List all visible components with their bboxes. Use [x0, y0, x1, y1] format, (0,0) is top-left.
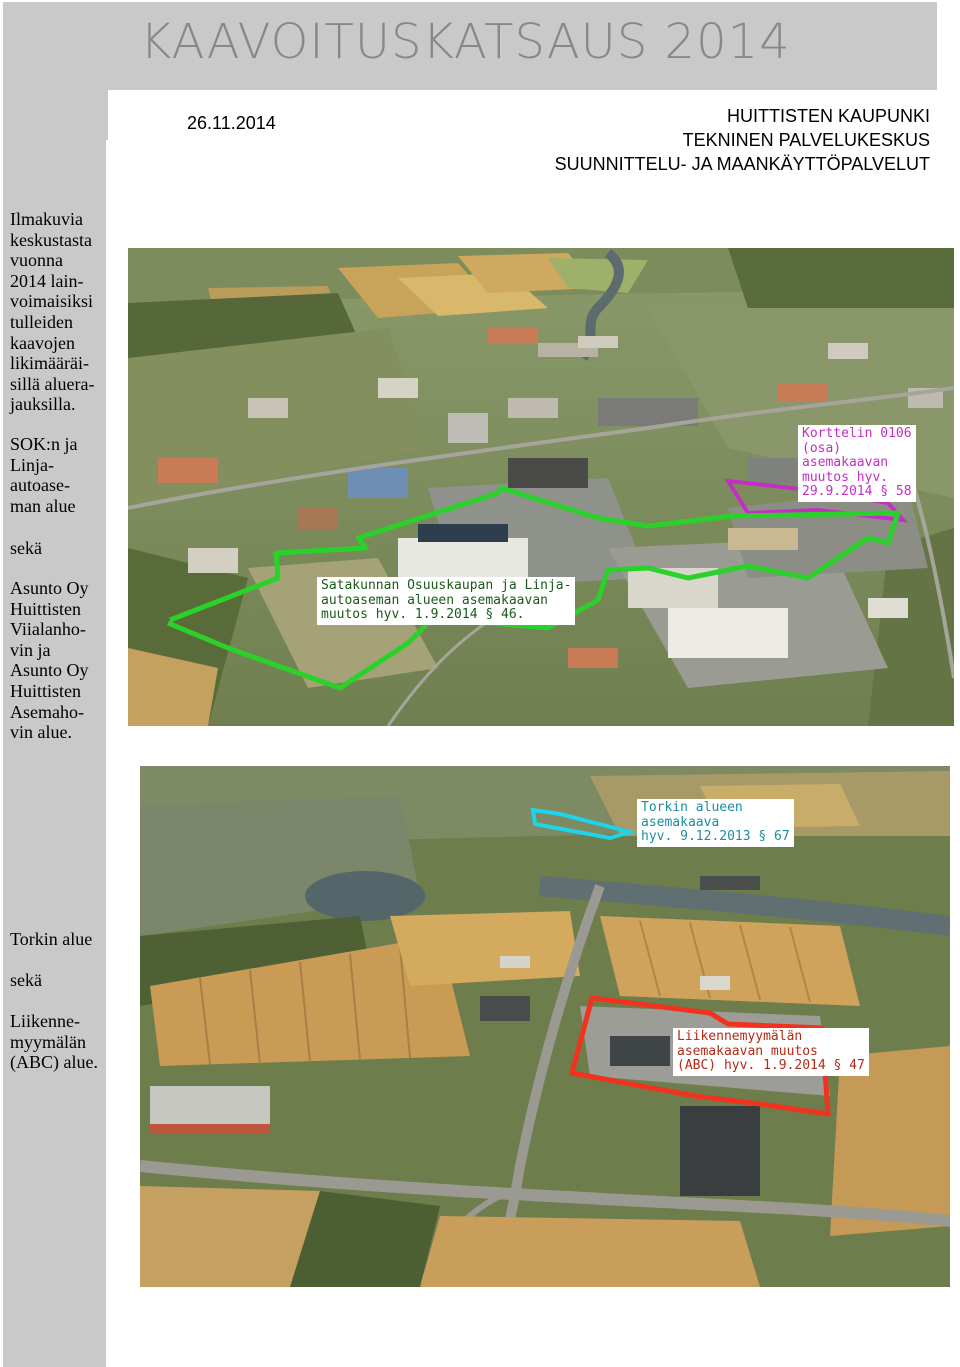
aerial-photo-torkki-abc-image [140, 766, 950, 1287]
sidebar-sok-text: SOK:n ja Linja- autoase- man alue [10, 434, 102, 516]
sidebar-line: 2014 lain- [10, 270, 84, 291]
sidebar-line: likimääräi- [10, 353, 89, 374]
label-line: asemakaavan muutos [677, 1043, 818, 1059]
label-korttelin: Korttelin 0106 (osa) asemakaavan muutos … [798, 425, 916, 502]
sidebar-line: keskustasta [10, 229, 92, 250]
label-line: asemakaavan [802, 455, 889, 471]
sidebar-line: vuonna [10, 250, 63, 271]
sidebar-line: vin alue. [10, 722, 72, 743]
label-line: (osa) [802, 440, 842, 456]
sidebar-intro-text: Ilmakuvia keskustasta vuonna 2014 lain- … [10, 209, 102, 415]
sidebar-panel [3, 2, 106, 1367]
sidebar-line: sillä aluera- [10, 373, 95, 394]
label-abc: Liikennemyymälän asemakaavan muutos (ABC… [673, 1028, 869, 1076]
sidebar-line: (ABC) alue. [10, 1052, 98, 1073]
label-line: Liikennemyymälän [677, 1029, 803, 1044]
sidebar-header-block [3, 2, 110, 140]
sidebar-line: tulleiden [10, 311, 73, 332]
org-line-city: HUITTISTEN KAUPUNKI [726, 106, 930, 126]
sidebar-line: Asunto Oy [10, 578, 89, 598]
label-line: Satakunnan Osuuskaupan ja Linja- [321, 578, 572, 593]
org-line-department: TEKNINEN PALVELUKESKUS [682, 130, 930, 150]
sidebar-seka-2: sekä [10, 970, 42, 990]
label-line: muutos hyv. [802, 469, 889, 485]
sidebar-line: Asunto Oy [10, 660, 89, 681]
sidebar-asunto-text: Asunto Oy Huittisten Viialanho- vin ja A… [10, 578, 102, 743]
sidebar-line: Ilmakuvia [10, 209, 83, 229]
sidebar-line: vin ja [10, 639, 51, 660]
sidebar-line: kaavojen [10, 332, 75, 353]
label-line: Torkin alueen [641, 800, 743, 815]
organization-block: HUITTISTEN KAUPUNKI TEKNINEN PALVELUKESK… [555, 104, 930, 176]
label-line: asemakaava [641, 814, 720, 830]
sidebar-line: Huittisten [10, 598, 81, 619]
sidebar-line: Liikenne- [10, 1011, 80, 1031]
sidebar-seka-1: sekä [10, 538, 42, 558]
sidebar-line: myymälän [10, 1031, 86, 1052]
aerial-photo-torkki-abc [140, 766, 950, 1287]
sidebar-line: Linja- [10, 454, 54, 475]
label-line: Korttelin 0106 [802, 426, 912, 441]
label-line: autoaseman alueen asemakaavan [321, 592, 548, 608]
label-torkin: Torkin alueen asemakaava hyv. 9.12.2013 … [637, 799, 794, 847]
label-line: (ABC) hyv. 1.9.2014 § 47 [677, 1058, 865, 1074]
sidebar-line: SOK:n ja [10, 434, 78, 454]
title-bar [108, 2, 937, 90]
sidebar-line: autoase- [10, 475, 70, 496]
sidebar-abc-text: Liikenne- myymälän (ABC) alue. [10, 1011, 102, 1073]
sidebar-line: jauksilla. [10, 394, 76, 415]
document-date: 26.11.2014 [187, 113, 276, 133]
sidebar-line: Huittisten [10, 680, 81, 701]
label-line: hyv. 9.12.2013 § 67 [641, 829, 790, 845]
sidebar-torkki: Torkin alue [10, 929, 93, 949]
document-title: KAAVOITUSKATSAUS 2014 [140, 14, 791, 70]
sidebar-line: voimaisiksi [10, 291, 94, 312]
label-line: muutos hyv. 1.9.2014 § 46. [321, 607, 525, 623]
sidebar-line: man alue [10, 495, 76, 516]
org-line-unit: SUUNNITTELU- JA MAANKÄYTTÖPALVELUT [554, 154, 930, 174]
sidebar-line: Viialanho- [10, 619, 86, 640]
sidebar-line: Asemaho- [10, 701, 84, 722]
label-satakunnan: Satakunnan Osuuskaupan ja Linja- autoase… [317, 577, 576, 625]
label-line: 29.9.2014 § 58 [802, 484, 912, 500]
